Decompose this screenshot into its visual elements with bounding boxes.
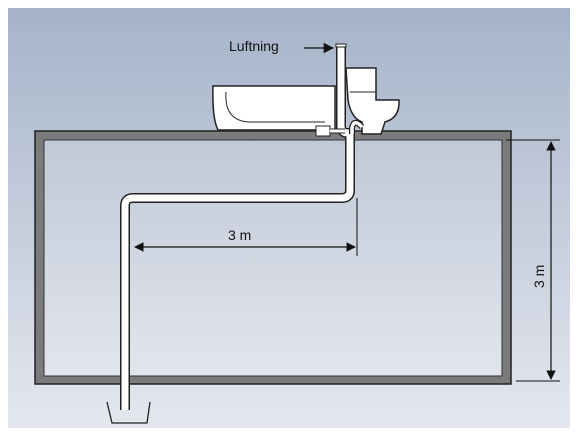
room-walls: [34, 130, 512, 385]
horizontal-dimension: 3 m: [134, 198, 358, 256]
vent-label: Luftning: [229, 38, 279, 54]
vertical-dimension: 3 m: [506, 139, 560, 382]
bathtub: [212, 85, 336, 137]
ground-drain: [106, 401, 151, 424]
toilet: [345, 67, 400, 135]
horizontal-distance-label: 3 m: [228, 227, 251, 243]
toilet-connection: [349, 119, 365, 134]
vertical-distance-label: 3 m: [531, 265, 547, 288]
